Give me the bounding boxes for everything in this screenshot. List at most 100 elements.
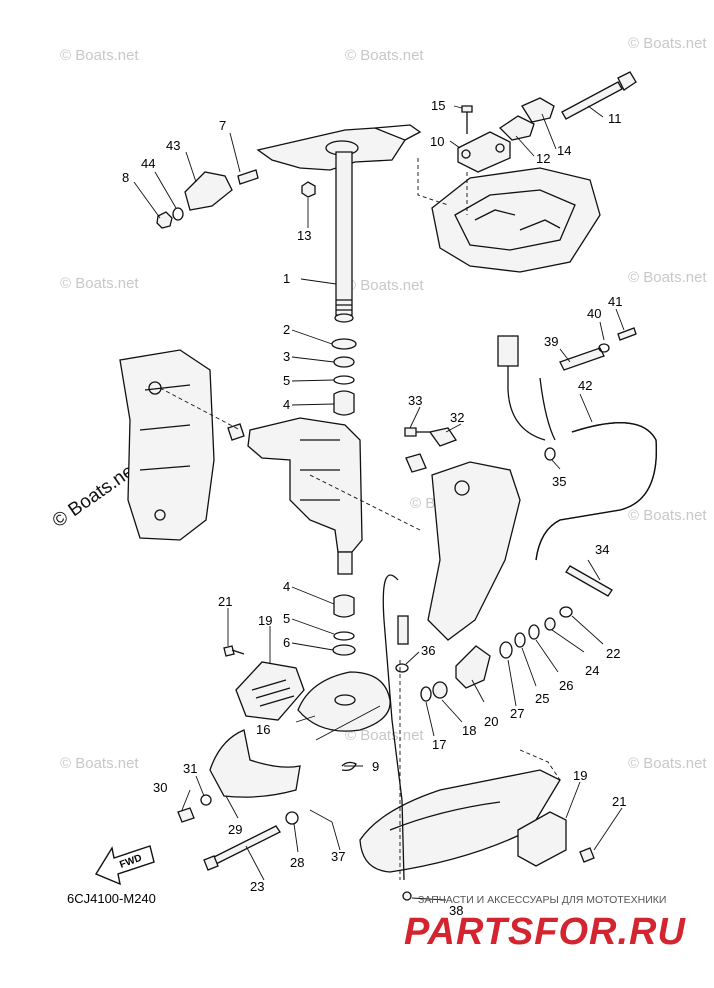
washer-25 [514, 632, 526, 648]
bolt-11 [561, 71, 637, 120]
cover-16 [297, 671, 391, 732]
steering-bracket [256, 124, 422, 171]
watermark: © Boats.net [628, 35, 707, 52]
callout-18: 18 [462, 723, 476, 738]
callout-33: 33 [408, 393, 422, 408]
callout-35: 35 [552, 474, 566, 489]
partsfor-tagline: ЗАПЧАСТИ И АКСЕССУАРЫ ДЛЯ МОТОТЕХНИКИ [418, 894, 666, 906]
callout-32: 32 [450, 410, 464, 425]
bolt-21 [223, 645, 245, 657]
washer-26 [528, 624, 540, 640]
bushing-3 [333, 356, 355, 368]
watermark: © Boats.net [60, 755, 139, 772]
partsfor-brand: PARTSFOR.RU [404, 911, 686, 953]
screw-41 [617, 327, 637, 341]
grip-19 [235, 661, 305, 721]
actuator-20 [455, 645, 491, 689]
callout-44: 44 [141, 156, 155, 171]
callout-40: 40 [587, 306, 601, 321]
callout-23: 23 [250, 879, 264, 894]
dashed-guide [417, 158, 449, 206]
callout-4: 4 [283, 397, 290, 412]
bushing-18 [432, 681, 448, 699]
callout-5: 5 [283, 611, 290, 626]
grommet-36 [395, 663, 409, 673]
clip-9 [341, 761, 357, 772]
callout-21: 21 [218, 594, 232, 609]
callout-3: 3 [283, 349, 290, 364]
callout-5: 5 [283, 373, 290, 388]
clip-38 [402, 891, 412, 901]
callout-7: 7 [219, 118, 226, 133]
bolt-33 [404, 427, 430, 437]
watermark: © Boats.net [60, 275, 139, 292]
watermark: © Boats.net [628, 269, 707, 286]
diagram-code: 6CJ4100-M240 [67, 891, 156, 906]
callout-38: 38 [449, 903, 463, 918]
callout-12: 12 [536, 151, 550, 166]
fitting-39 [539, 347, 605, 441]
callout-34: 34 [595, 542, 609, 557]
callout-19: 19 [573, 768, 587, 783]
callout-31: 31 [183, 761, 197, 776]
callout-28: 28 [290, 855, 304, 870]
clip-14 [521, 97, 555, 123]
leader-lines [133, 105, 625, 901]
watermark: © Boats.net [345, 727, 424, 744]
callout-13: 13 [297, 228, 311, 243]
collar [227, 423, 245, 441]
washer-17 [420, 686, 432, 702]
callout-37: 37 [331, 849, 345, 864]
o-ring-5 [333, 375, 355, 385]
callout-36: 36 [421, 643, 435, 658]
clamp-bracket-right [427, 461, 521, 641]
top-cowling-mount [431, 167, 601, 273]
callout-26: 26 [559, 678, 573, 693]
callout-4: 4 [283, 579, 290, 594]
bolt-23 [203, 825, 281, 871]
cotter-22 [559, 606, 573, 618]
callout-41: 41 [608, 294, 622, 309]
callout-43: 43 [166, 138, 180, 153]
swivel-bracket [247, 417, 363, 575]
callout-15: 15 [431, 98, 445, 113]
stud-bolt [237, 169, 259, 185]
washer-27 [499, 641, 513, 659]
callout-16: 16 [256, 722, 270, 737]
callout-9: 9 [372, 759, 379, 774]
callout-42: 42 [578, 378, 592, 393]
wire-connector-37 [397, 615, 409, 645]
watermark: © Boats.net [345, 47, 424, 64]
hose-42 [535, 422, 658, 561]
bushing-4b [333, 594, 355, 618]
watermark: © Boats.net [628, 755, 707, 772]
bolt-21b [579, 847, 595, 863]
callout-24: 24 [585, 663, 599, 678]
partsfor-watermark: ЗАПЧАСТИ И АКСЕССУАРЫ ДЛЯ МОТОТЕХНИКИ PA… [404, 894, 686, 953]
apron-29 [209, 729, 301, 798]
watermark: © Boats.net [345, 277, 424, 294]
callout-21: 21 [612, 794, 626, 809]
dashed-guide [519, 749, 561, 781]
bracket-10 [457, 131, 511, 173]
washer-44 [172, 207, 184, 221]
band-34 [565, 565, 613, 597]
cover-19b [517, 811, 567, 867]
callout-29: 29 [228, 822, 242, 837]
lower-housing [359, 769, 561, 873]
callout-1: 1 [283, 271, 290, 286]
callout-8: 8 [122, 170, 129, 185]
callout-6: 6 [283, 635, 290, 650]
clip-35 [544, 447, 556, 461]
grommet [405, 453, 427, 473]
washer-31 [200, 794, 212, 806]
switch-32 [428, 427, 457, 447]
o-ring-5b [333, 631, 355, 641]
washer-6 [332, 644, 356, 656]
callout-11: 11 [608, 111, 622, 126]
fwd-arrow-icon: FWD [94, 845, 155, 886]
washer-2 [331, 338, 357, 350]
callout-19: 19 [258, 613, 272, 628]
clamp-bracket-left [119, 349, 215, 541]
nut-24 [544, 617, 556, 631]
